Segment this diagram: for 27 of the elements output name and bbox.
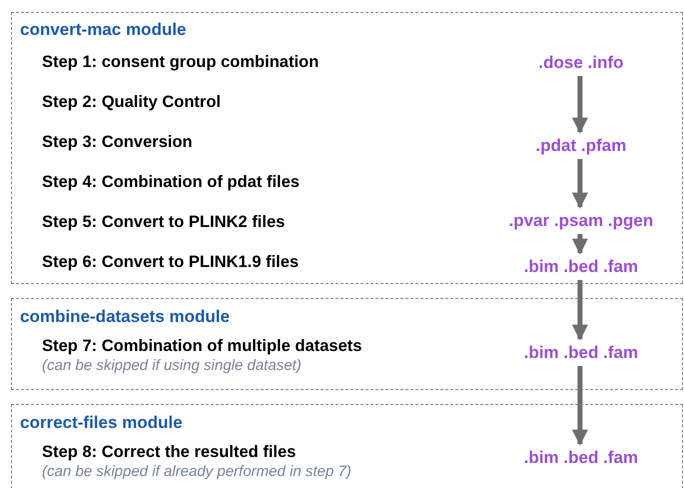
module-box xyxy=(11,12,683,284)
file-format-label: .dose .info xyxy=(538,53,624,73)
module-title: correct-files module xyxy=(20,413,182,433)
file-format-label: .bim .bed .fam xyxy=(522,448,640,468)
file-format-label: .pvar .psam .pgen xyxy=(508,211,654,231)
module-box xyxy=(11,404,683,488)
file-format-label: .bim .bed .fam xyxy=(522,343,640,363)
arrow xyxy=(572,366,588,446)
step-text: Step 4: Combination of pdat files xyxy=(42,172,300,192)
step-text: Step 7: Combination of multiple datasets xyxy=(42,336,362,356)
arrow xyxy=(572,76,588,134)
note-text: (can be skipped if using single dataset) xyxy=(42,356,302,376)
step-text: Step 1: consent group combination xyxy=(42,52,319,72)
step-text: Step 8: Correct the resulted files xyxy=(42,442,296,462)
note-text: (can be skipped if already performed in step 7) xyxy=(42,462,352,482)
arrow xyxy=(572,234,588,255)
arrow xyxy=(572,159,588,209)
step-text: Step 6: Convert to PLINK1.9 files xyxy=(42,252,299,272)
module-title: combine-datasets module xyxy=(20,307,230,327)
module-box xyxy=(11,298,683,390)
arrow xyxy=(572,280,588,341)
step-text: Step 2: Quality Control xyxy=(42,92,221,112)
module-title: convert-mac module xyxy=(20,20,186,40)
file-format-label: .pdat .pfam xyxy=(534,136,628,156)
step-text: Step 3: Conversion xyxy=(42,132,192,152)
step-text: Step 5: Convert to PLINK2 files xyxy=(42,212,285,232)
file-format-label: .bim .bed .fam xyxy=(522,257,640,277)
